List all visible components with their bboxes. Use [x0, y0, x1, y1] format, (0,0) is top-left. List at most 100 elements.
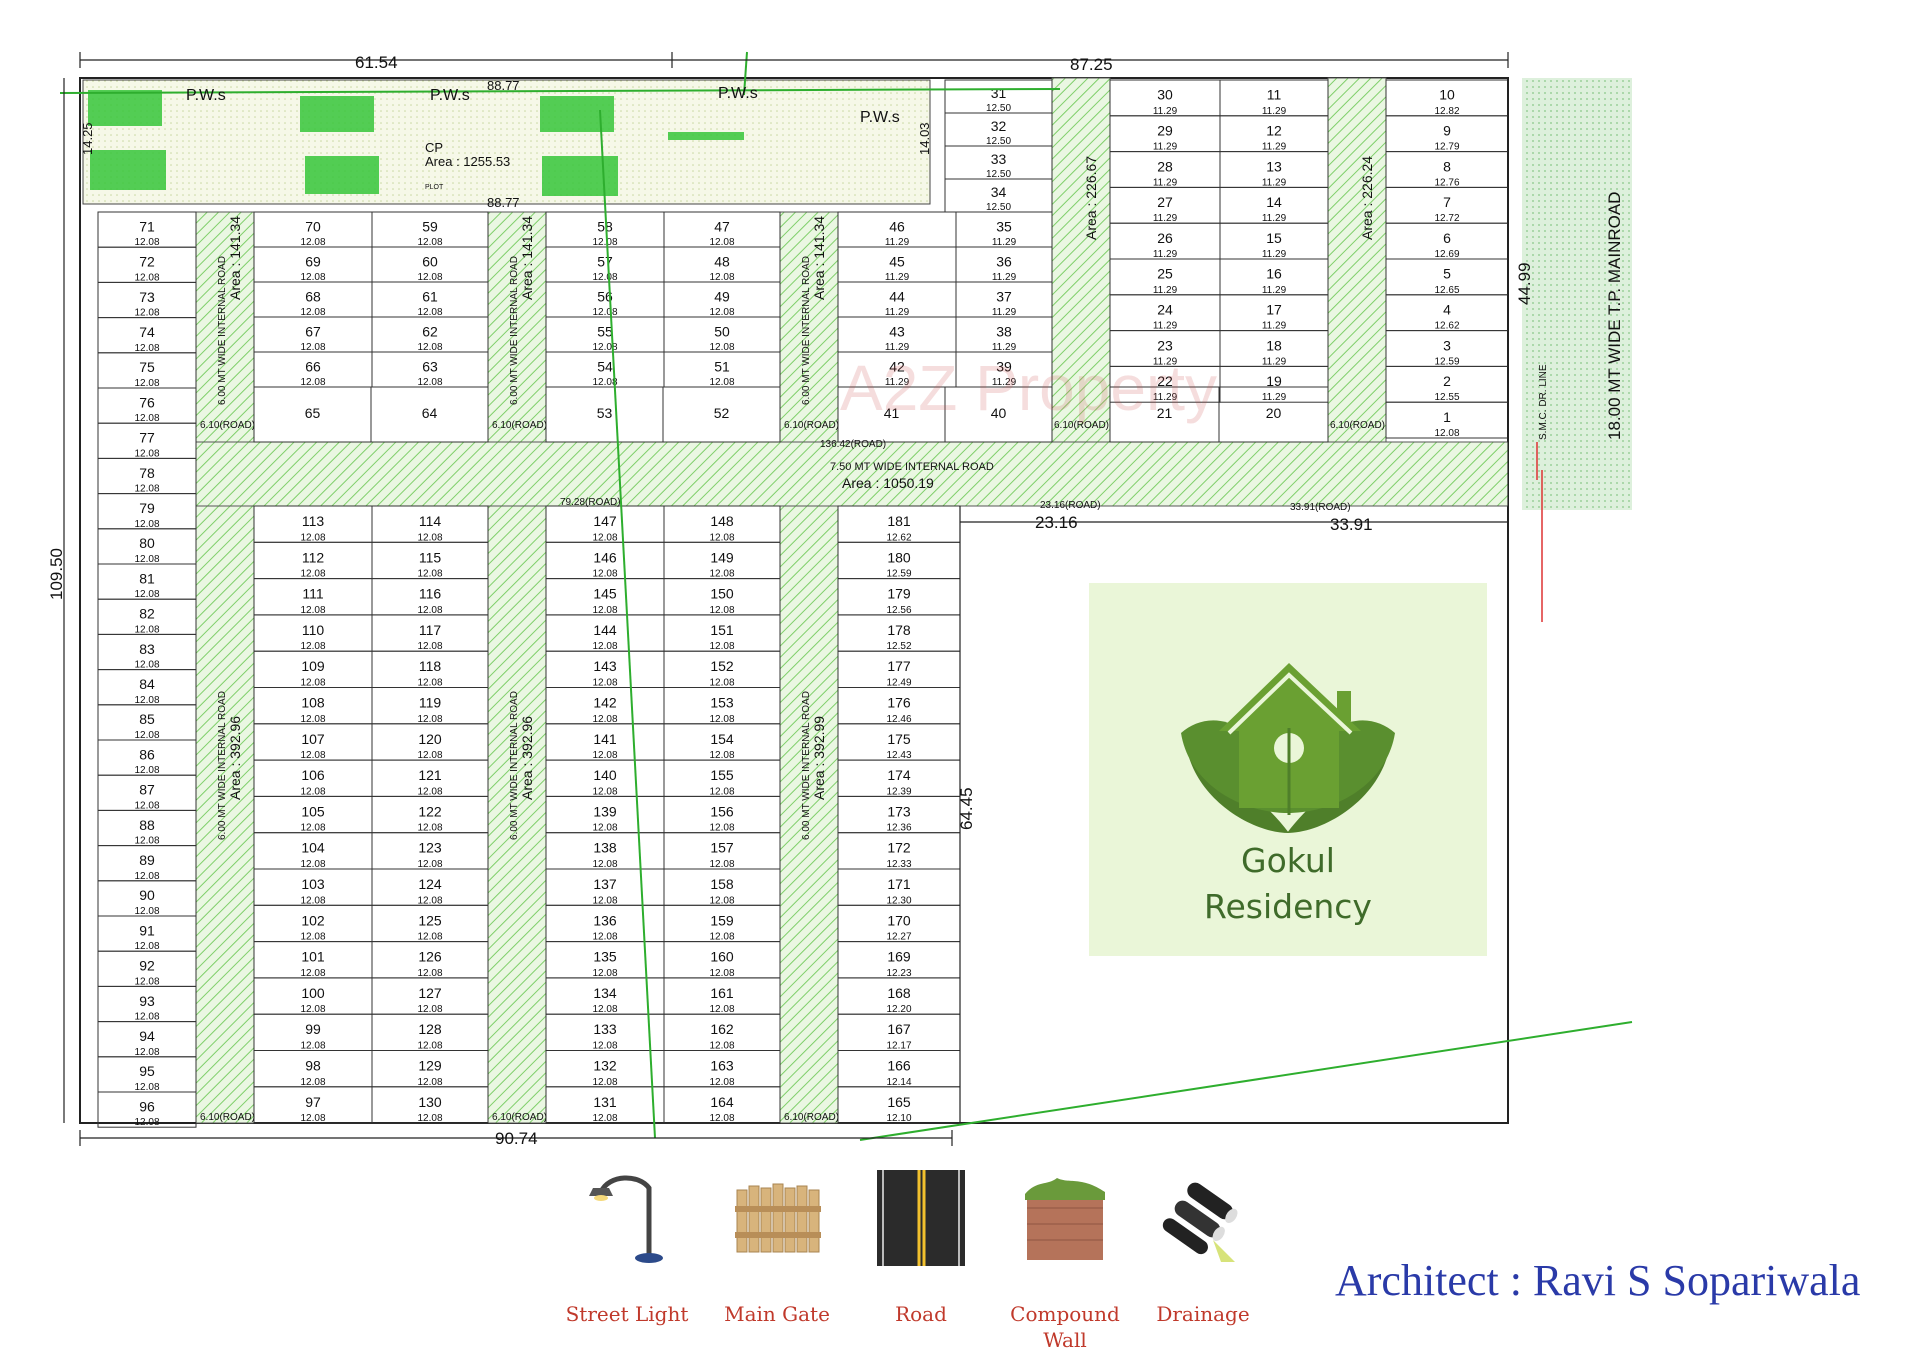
- plot-number-25: 25: [1157, 266, 1173, 282]
- plot-number-134: 134: [593, 985, 617, 1001]
- dim-left-height: 109.50: [47, 548, 66, 600]
- plot-width-5: 12.65: [1434, 285, 1459, 296]
- plot-width-97: 12.08: [300, 1113, 325, 1124]
- area-392-a: Area : 392.96: [227, 716, 243, 800]
- plot-number-68: 68: [305, 288, 321, 304]
- pws-label-1: P.W.s: [186, 87, 226, 104]
- plot-width-55: 12.08: [592, 342, 617, 353]
- survey-lines: [1536, 442, 1543, 622]
- plot-width-136: 12.08: [592, 932, 617, 943]
- plot-number-88: 88: [139, 817, 155, 833]
- plot-number-146: 146: [593, 549, 617, 565]
- plot-width-67: 12.08: [300, 342, 325, 353]
- plot-number-119: 119: [419, 694, 442, 710]
- plot-52: [662, 386, 781, 443]
- plot-number-162: 162: [710, 1021, 734, 1037]
- plot-width-161: 12.08: [709, 1004, 734, 1015]
- plot-width-123: 12.08: [417, 859, 442, 870]
- plot-width-69: 12.08: [300, 272, 325, 283]
- plot-number-104: 104: [301, 840, 325, 856]
- plot-width-154: 12.08: [709, 750, 734, 761]
- plot-number-39: 39: [996, 358, 1012, 374]
- dim-cp-side: 14.03: [917, 122, 932, 155]
- internal-6m-f: 6.00 MT WIDE INTERNAL ROAD: [801, 691, 812, 840]
- wall-icon: [1025, 1178, 1105, 1260]
- plot-width-46: 11.29: [885, 237, 910, 248]
- plot-number-176: 176: [887, 694, 911, 710]
- plot-width-80: 12.08: [134, 554, 159, 565]
- cp-title: CP: [425, 140, 443, 155]
- road-610-d: 6.10(ROAD): [1054, 420, 1109, 431]
- plot-width-91: 12.08: [134, 941, 159, 952]
- plot-width-144: 12.08: [592, 641, 617, 652]
- internal-6m-c: 6.00 MT WIDE INTERNAL ROAD: [801, 256, 812, 405]
- plot-width-167: 12.17: [886, 1041, 911, 1052]
- plot-number-53: 53: [597, 405, 613, 421]
- dim-top-right: 87.25: [1070, 55, 1113, 74]
- plot-width-101: 12.08: [300, 968, 325, 979]
- plot-width-157: 12.08: [709, 859, 734, 870]
- plot-number-131: 131: [593, 1094, 617, 1110]
- plot-width-88: 12.08: [134, 836, 159, 847]
- plot-width-149: 12.08: [709, 569, 734, 580]
- plot-width-14: 11.29: [1262, 213, 1287, 224]
- plot-number-92: 92: [139, 958, 155, 974]
- plot-number-55: 55: [597, 323, 613, 339]
- plot-number-32: 32: [991, 118, 1007, 134]
- plot-number-73: 73: [139, 289, 155, 305]
- internal-road-b2: [487, 505, 547, 1124]
- plot-number-160: 160: [710, 949, 734, 965]
- plot-numbers: 7112.087212.087312.087412.087512.087612.…: [134, 85, 1459, 1128]
- plot-width-151: 12.08: [709, 641, 734, 652]
- main-road-area: Area : 1050.19: [842, 475, 934, 491]
- watermark: A2Z Property: [840, 352, 1217, 424]
- plot-width-48: 12.08: [709, 272, 734, 283]
- plot-width-13: 11.29: [1262, 177, 1287, 188]
- plot-number-21: 21: [1157, 405, 1173, 421]
- plot-width-142: 12.08: [592, 714, 617, 725]
- dim-top-left: 61.54: [355, 53, 398, 72]
- plot-number-96: 96: [139, 1098, 155, 1114]
- plot-number-179: 179: [887, 586, 911, 602]
- plot-number-124: 124: [418, 876, 442, 892]
- plot-width-49: 12.08: [709, 307, 734, 318]
- plot-number-26: 26: [1157, 230, 1173, 246]
- plot-number-50: 50: [714, 323, 730, 339]
- road-610-c: 6.10(ROAD): [784, 420, 839, 431]
- plot-number-75: 75: [139, 359, 155, 375]
- plot-number-170: 170: [887, 912, 911, 928]
- plot-number-61: 61: [422, 288, 438, 304]
- legend-label-drainage: Drainage: [1156, 1302, 1250, 1326]
- plot-width-100: 12.08: [300, 1004, 325, 1015]
- plot-number-6: 6: [1443, 230, 1451, 246]
- plot-width-117: 12.08: [417, 641, 442, 652]
- road-icon: [877, 1170, 965, 1266]
- plot-number-155: 155: [710, 767, 734, 783]
- plot-number-112: 112: [302, 549, 325, 565]
- plot-width-114: 12.08: [417, 532, 442, 543]
- plot-width-68: 12.08: [300, 307, 325, 318]
- internal-6m-e: 6.00 MT WIDE INTERNAL ROAD: [509, 691, 520, 840]
- plot-width-134: 12.08: [592, 1004, 617, 1015]
- dim-cp-height: 14.25: [80, 122, 95, 155]
- plot-number-116: 116: [419, 586, 442, 602]
- plot-number-97: 97: [305, 1094, 321, 1110]
- plot-width-110: 12.08: [300, 641, 325, 652]
- plot-width-96: 12.08: [134, 1117, 159, 1128]
- plot-number-151: 151: [710, 622, 734, 638]
- plot-width-121: 12.08: [417, 786, 442, 797]
- plot-number-60: 60: [422, 253, 438, 269]
- plot-40: [944, 386, 1053, 443]
- plot-number-161: 161: [710, 985, 734, 1001]
- plot-width-7: 12.72: [1434, 213, 1459, 224]
- plot-number-23: 23: [1157, 337, 1173, 353]
- plot-width-155: 12.08: [709, 786, 734, 797]
- plot-width-17: 11.29: [1262, 321, 1287, 332]
- plot-width-75: 12.08: [134, 378, 159, 389]
- plot-number-106: 106: [301, 767, 325, 783]
- area-226-b: Area : 226.24: [1359, 156, 1375, 240]
- plot-width-77: 12.08: [134, 448, 159, 459]
- plot-width-25: 11.29: [1153, 285, 1178, 296]
- plot-width-57: 12.08: [592, 272, 617, 283]
